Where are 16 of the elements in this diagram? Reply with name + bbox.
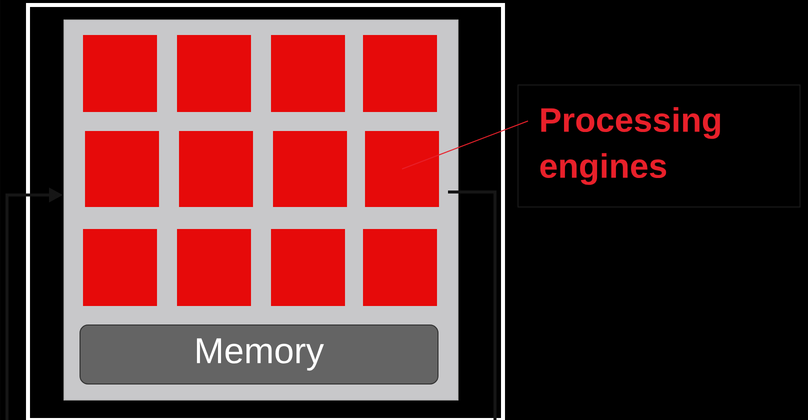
label-box: Processing engines <box>518 84 800 208</box>
processing-engine-block <box>177 229 251 306</box>
leader-line <box>402 120 528 170</box>
processing-engine-block <box>363 229 437 306</box>
processing-engine-block <box>271 35 345 112</box>
connector-line <box>448 190 496 420</box>
processing-engine-block <box>365 131 439 207</box>
processing-engine-block <box>85 131 159 207</box>
memory-box: Memory <box>80 324 438 384</box>
processing-engine-block <box>363 35 437 112</box>
processing-engine-block <box>179 131 253 207</box>
processing-engine-block <box>273 131 347 207</box>
processing-engine-block <box>271 229 345 306</box>
processing-engine-block <box>177 35 251 112</box>
processing-engine-block <box>83 35 157 112</box>
processing-engine-block <box>83 229 157 306</box>
